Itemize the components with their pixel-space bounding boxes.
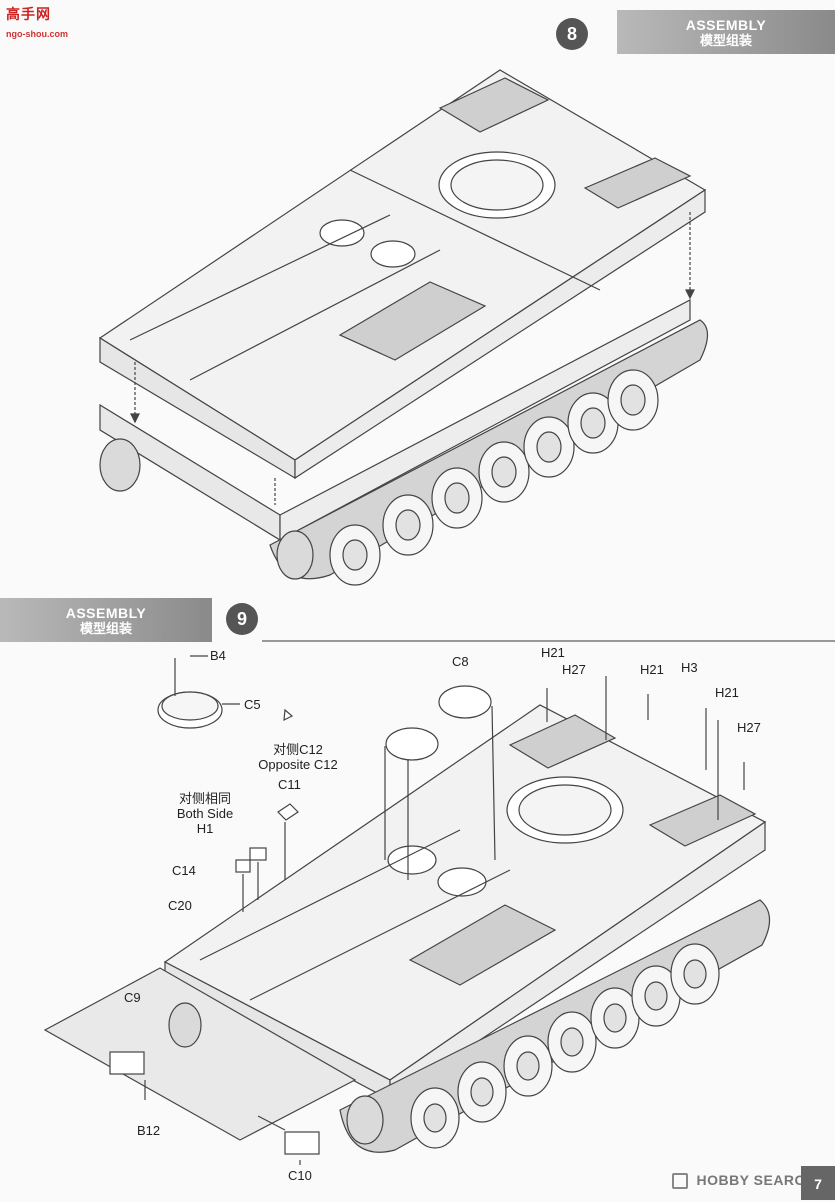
callout-c14: C14 bbox=[172, 863, 196, 878]
callout-b4: B4 bbox=[210, 648, 226, 663]
callout-both-cn: 对侧相同 bbox=[178, 791, 231, 806]
callout-h21-a: H21 bbox=[541, 645, 565, 660]
step-9-title-cn: 模型组装 bbox=[79, 621, 132, 636]
step-8-header: ASSEMBLY 模型组装 bbox=[617, 10, 835, 54]
brand-text: HOBBY SEARCH bbox=[696, 1172, 816, 1188]
page-number: 7 bbox=[801, 1166, 835, 1200]
callout-c10: C10 bbox=[288, 1168, 312, 1183]
watermark-site-name: 高手网 bbox=[6, 6, 51, 22]
watermark-logo: 高手网 ngo-shou.com bbox=[6, 4, 68, 42]
step-8-title-en: ASSEMBLY bbox=[685, 17, 767, 33]
callout-both-side: 对侧相同 Both Side H1 bbox=[165, 791, 245, 836]
callout-h21-c: H21 bbox=[715, 685, 739, 700]
callout-c5: C5 bbox=[244, 697, 261, 712]
callout-c9: C9 bbox=[124, 990, 141, 1005]
callout-h3: H3 bbox=[681, 660, 698, 675]
callout-h1: H1 bbox=[196, 821, 214, 836]
brand-watermark: HOBBY SEARCH bbox=[672, 1172, 816, 1190]
step-9-header-rule bbox=[262, 640, 835, 642]
callout-opposite-cn: 对侧C12 bbox=[273, 742, 323, 757]
callout-h27-b: H27 bbox=[737, 720, 761, 735]
watermark-site-url: ngo-shou.com bbox=[6, 29, 68, 39]
callout-opposite-en: Opposite C12 bbox=[258, 757, 338, 772]
callout-both-en: Both Side bbox=[176, 806, 234, 821]
step-8-title-cn: 模型组装 bbox=[699, 33, 752, 48]
step-8-illustration bbox=[98, 69, 709, 586]
step-9-title-en: ASSEMBLY bbox=[65, 605, 147, 621]
callout-opposite-c12: 对侧C12 Opposite C12 bbox=[246, 742, 350, 772]
callout-h21-b: H21 bbox=[640, 662, 664, 677]
callout-c8: C8 bbox=[452, 654, 469, 669]
callout-c20: C20 bbox=[168, 898, 192, 913]
step-8-number: 8 bbox=[556, 18, 588, 50]
hobby-search-icon bbox=[672, 1172, 688, 1189]
callout-b12: B12 bbox=[137, 1123, 161, 1138]
callout-c11: C11 bbox=[278, 777, 301, 792]
step-9-number: 9 bbox=[226, 603, 258, 635]
callout-h27-a: H27 bbox=[562, 662, 586, 677]
step-9-header: ASSEMBLY 模型组装 bbox=[0, 598, 212, 642]
